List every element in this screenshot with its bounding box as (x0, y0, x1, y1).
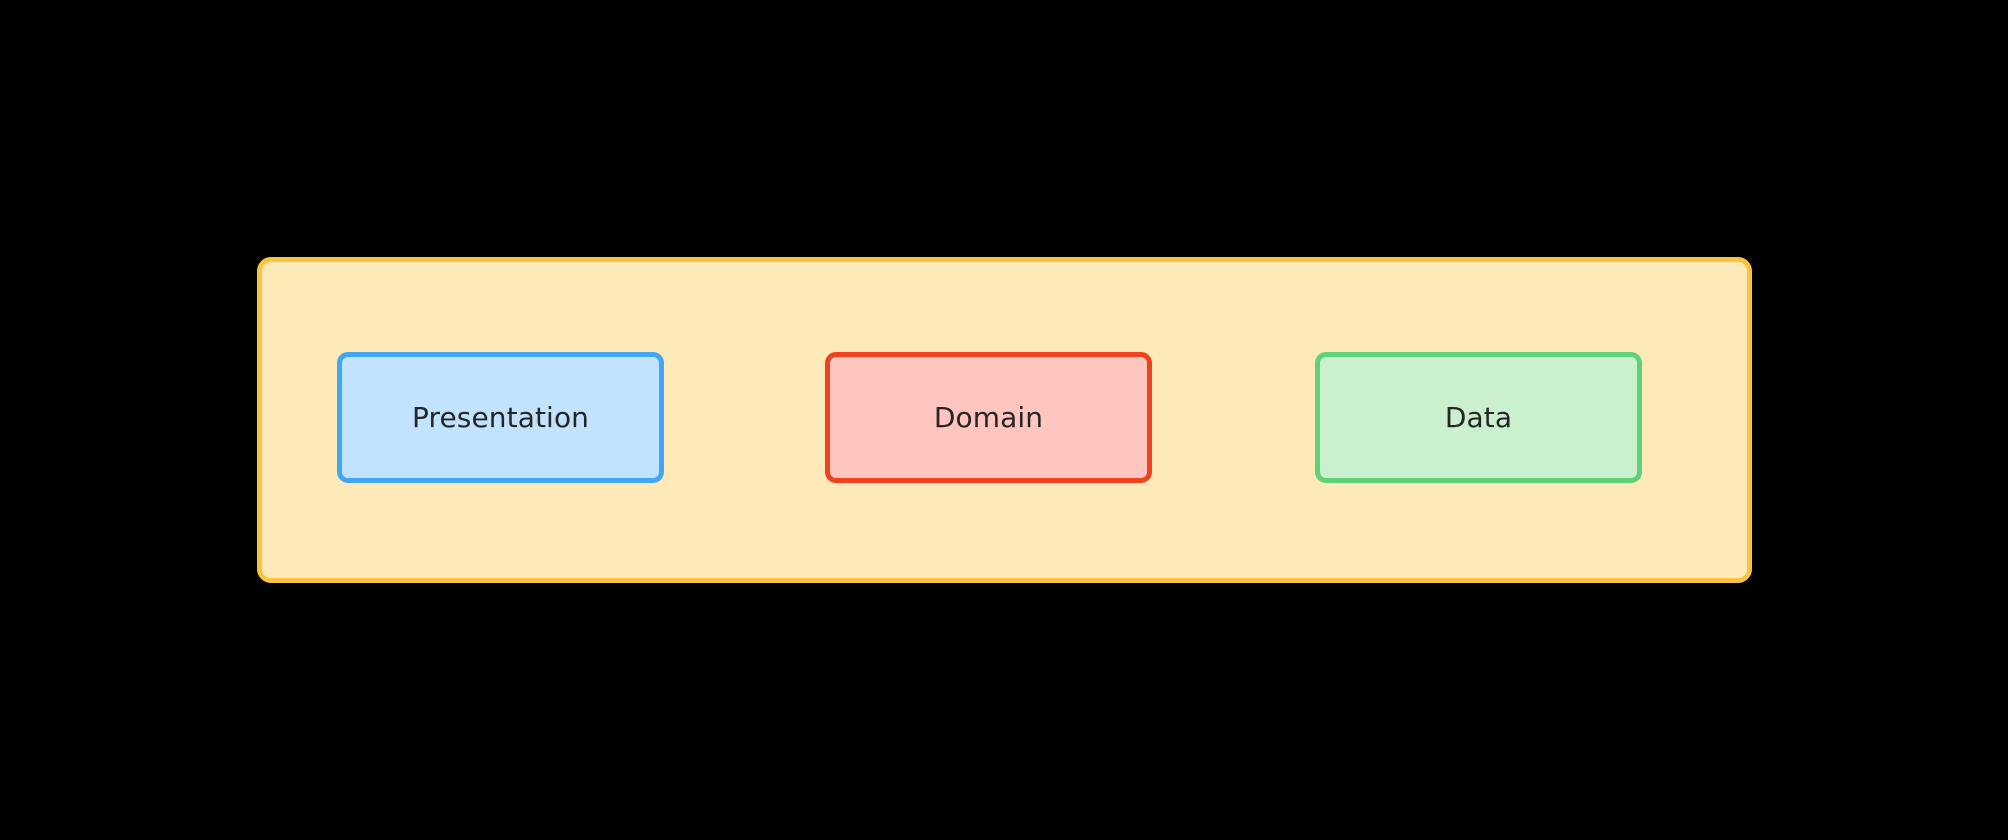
layer-label-data: Data (1444, 400, 1513, 434)
layer-box-data[interactable]: Data (1315, 352, 1642, 483)
layer-group-container[interactable]: Presentation Domain Data (257, 257, 1752, 583)
layer-box-presentation[interactable]: Presentation (337, 352, 664, 483)
layer-label-presentation: Presentation (411, 400, 590, 434)
layer-label-domain: Domain (933, 400, 1044, 434)
layer-row: Presentation Domain Data (262, 262, 1747, 578)
layer-box-domain[interactable]: Domain (825, 352, 1152, 483)
